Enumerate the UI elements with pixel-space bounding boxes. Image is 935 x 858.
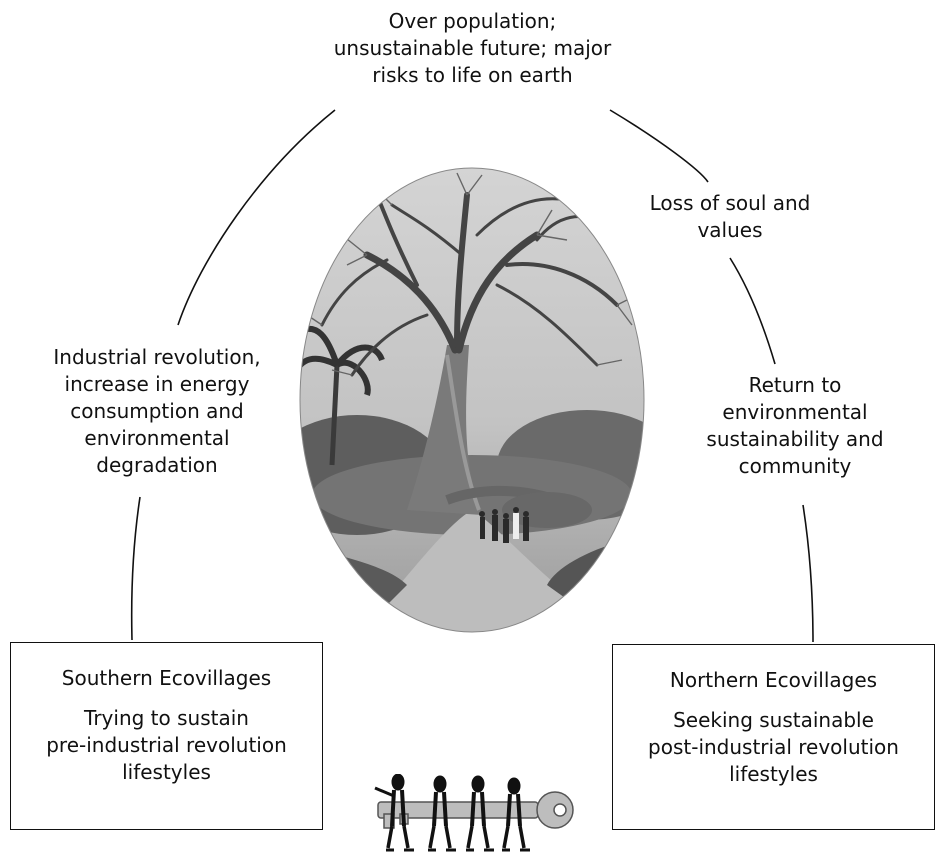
right-lower-label-line: environmental bbox=[722, 400, 868, 424]
top-label: Over population; unsustainable future; m… bbox=[305, 8, 640, 89]
person-figure-3 bbox=[466, 775, 494, 852]
left-label-line: environmental bbox=[84, 426, 230, 450]
northern-ecovillages-title: Northern Ecovillages bbox=[669, 668, 878, 692]
right-upper-label: Loss of soul and values bbox=[620, 190, 840, 244]
left-label-line: Industrial revolution, bbox=[53, 345, 261, 369]
baobab-tree-photo bbox=[299, 167, 645, 633]
southern-ecovillages-body: Trying to sustain pre-industrial revolut… bbox=[11, 705, 322, 786]
left-upper-arc bbox=[177, 109, 336, 326]
right-lower-label-line: sustainability and bbox=[706, 427, 884, 451]
people-carrying-key-icon bbox=[374, 774, 574, 852]
southern-body-line: pre-industrial revolution bbox=[46, 733, 287, 757]
southern-ecovillages-title: Southern Ecovillages bbox=[61, 666, 272, 690]
right-lower-arc bbox=[802, 504, 814, 643]
left-label-line: increase in energy bbox=[64, 372, 250, 396]
southern-body-line: lifestyles bbox=[122, 760, 211, 784]
top-label-line: risks to life on earth bbox=[372, 63, 573, 87]
northern-ecovillages-body: Seeking sustainable post-industrial revo… bbox=[613, 707, 934, 788]
person-figure-4 bbox=[502, 777, 530, 852]
northern-body-line: post-industrial revolution bbox=[648, 735, 899, 759]
northern-body-line: Seeking sustainable bbox=[673, 708, 874, 732]
person-figure-2 bbox=[428, 775, 456, 852]
southern-body-line: Trying to sustain bbox=[84, 706, 249, 730]
northern-body-line: lifestyles bbox=[729, 762, 818, 786]
right-lower-label-line: community bbox=[738, 454, 852, 478]
northern-ecovillages-box: Northern Ecovillages Seeking sustainable… bbox=[612, 644, 935, 830]
right-middle-arc bbox=[729, 257, 776, 365]
person-figure-1 bbox=[374, 774, 414, 852]
southern-ecovillages-box: Southern Ecovillages Trying to sustain p… bbox=[10, 642, 323, 830]
right-upper-arc bbox=[609, 109, 709, 183]
left-label: Industrial revolution, increase in energ… bbox=[22, 344, 292, 479]
right-upper-label-line: values bbox=[697, 218, 763, 242]
left-label-line: consumption and bbox=[70, 399, 244, 423]
right-lower-label-line: Return to bbox=[748, 373, 842, 397]
right-upper-label-line: Loss of soul and bbox=[649, 191, 811, 215]
top-label-line: Over population; bbox=[388, 9, 557, 33]
top-label-line: unsustainable future; major bbox=[333, 36, 612, 60]
right-lower-label: Return to environmental sustainability a… bbox=[680, 372, 910, 480]
left-label-line: degradation bbox=[96, 453, 218, 477]
left-lower-arc bbox=[130, 496, 141, 641]
